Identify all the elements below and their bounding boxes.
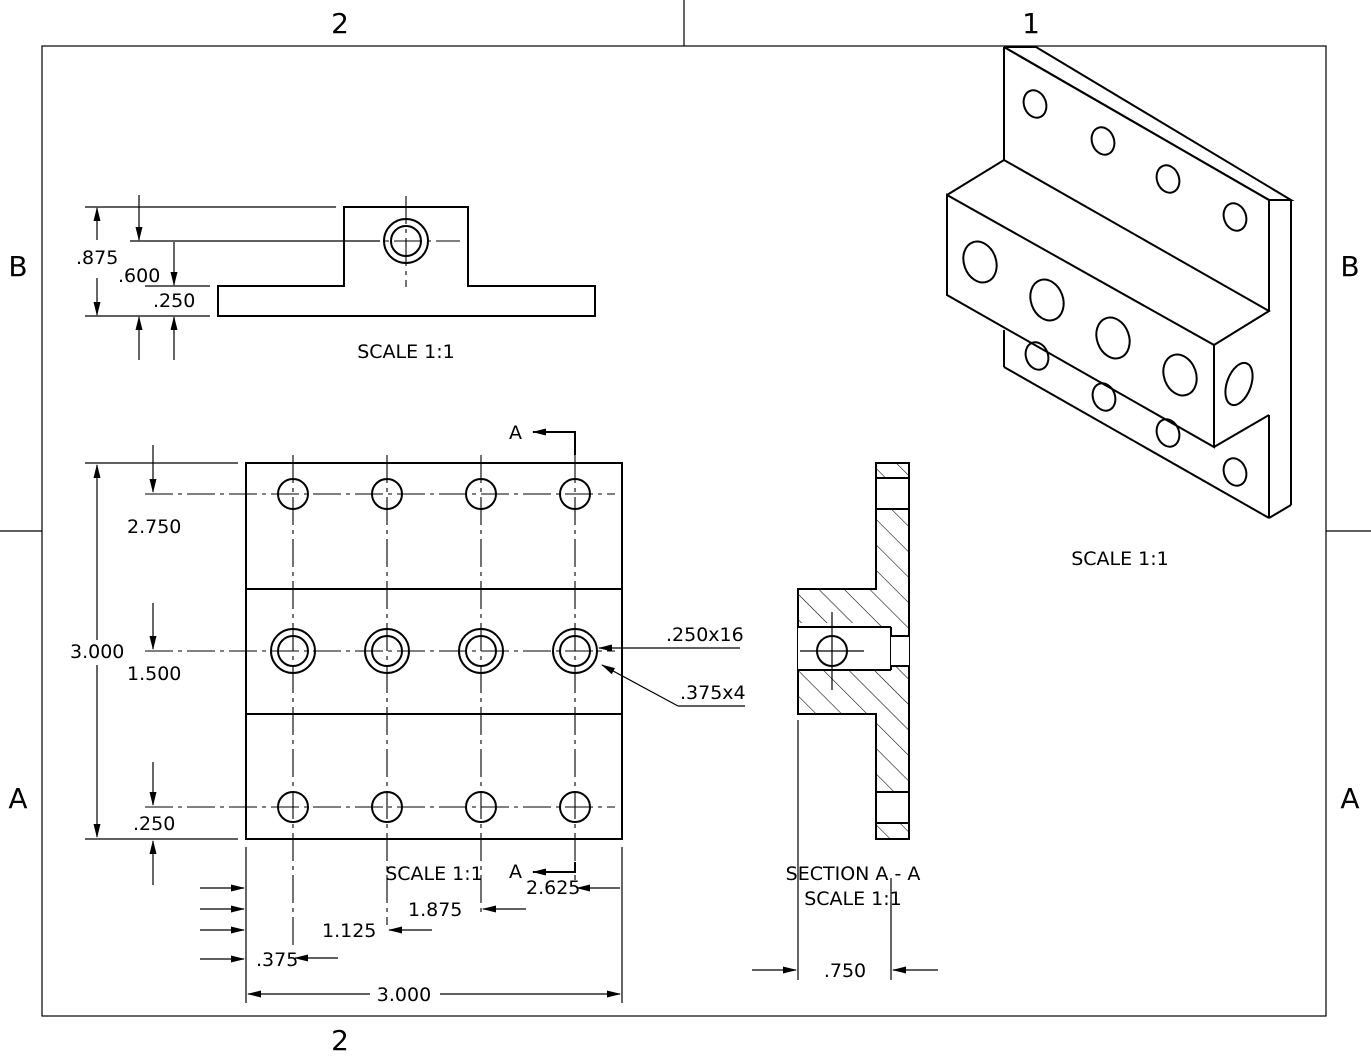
iso-view-scale-label: SCALE 1:1: [1071, 548, 1169, 570]
sheet-border: [0, 0, 1371, 1017]
dim-875: .875: [76, 247, 118, 269]
cbore-2-outer: [364, 628, 410, 674]
cbore-4-outer: [552, 628, 598, 674]
section-marker-top: A: [509, 422, 522, 444]
callout-250x16: .250x16: [666, 624, 744, 646]
zone-label-bottom-2: 2: [331, 1024, 349, 1057]
dim-2750: 2.750: [127, 516, 181, 538]
hole-bottom-4: [559, 791, 591, 823]
zone-label-right-a: A: [1340, 782, 1359, 815]
cbore-1-outer: [270, 628, 316, 674]
hole-top-1: [277, 478, 309, 510]
zone-label-left-a: A: [8, 782, 27, 815]
dim-375: .375: [256, 949, 298, 971]
front-view-scale-label: SCALE 1:1: [385, 863, 483, 885]
dim-250-front: .250: [133, 813, 175, 835]
front-view: [85, 428, 745, 1003]
zone-label-right-b: B: [1340, 250, 1359, 283]
dim-1125: 1.125: [322, 920, 376, 942]
callout-375x4: .375x4: [680, 682, 746, 704]
dim-600: .600: [118, 265, 160, 287]
dim-3000-vertical: 3.000: [70, 641, 124, 663]
zone-label-top-1: 1: [1022, 7, 1040, 40]
hole-bottom-3: [465, 791, 497, 823]
section-view: [752, 462, 938, 980]
zone-label-top-2: 2: [331, 7, 349, 40]
cbore-3-outer: [458, 628, 504, 674]
dim-250-top: .250: [153, 290, 195, 312]
dim-2625: 2.625: [526, 877, 580, 899]
cbore-3-inner: [465, 635, 497, 667]
section-title: SECTION A - A: [786, 863, 921, 885]
section-scale-label: SCALE 1:1: [804, 888, 902, 910]
cbore-2-inner: [371, 635, 403, 667]
dim-1875: 1.875: [408, 899, 462, 921]
dim-3000-horizontal: 3.000: [377, 984, 431, 1006]
section-marker-bottom: A: [509, 861, 522, 883]
dim-750: .750: [824, 960, 866, 982]
cbore-4-inner: [559, 635, 591, 667]
hole-top-4: [559, 478, 591, 510]
hole-bottom-1: [277, 791, 309, 823]
hole-top-2: [371, 478, 403, 510]
zone-label-left-b: B: [8, 250, 27, 283]
cbore-1-inner: [277, 635, 309, 667]
hole-bottom-2: [371, 791, 403, 823]
isometric-view: [946, 46, 1295, 519]
top-view-scale-label: SCALE 1:1: [357, 341, 455, 363]
dim-1500: 1.500: [127, 663, 181, 685]
top-view: [85, 195, 596, 360]
hole-top-3: [465, 478, 497, 510]
